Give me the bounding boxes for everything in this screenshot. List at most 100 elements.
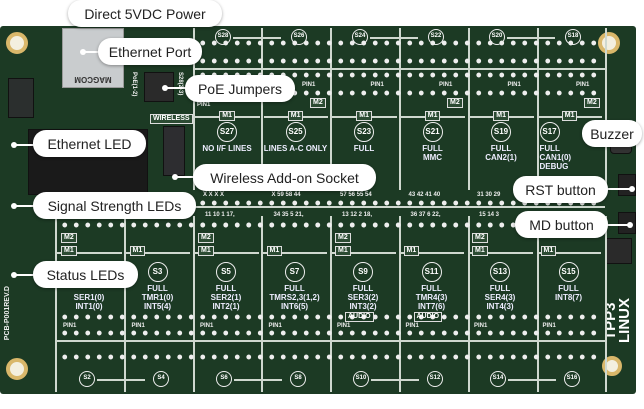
m1-label: M1 (335, 246, 351, 256)
socket-circle: S9 (353, 262, 373, 282)
pin-numbers: X X X X (203, 192, 225, 198)
pin1-label: PIN1 (507, 82, 521, 88)
socket-id-s18: S18 (553, 29, 593, 47)
socket-circle: S27 (217, 122, 237, 142)
mounting-hole (6, 358, 28, 380)
socket-line: INT2(1) (212, 302, 240, 311)
poe-label: PoE(1-2) (131, 72, 137, 97)
socket-id-s16: S16 (552, 371, 592, 389)
pin-row (59, 330, 601, 336)
grid-line (124, 216, 126, 392)
model-line2: LINUX (616, 298, 633, 344)
socket-id-s2: S2 (67, 371, 107, 389)
socket-circle: S12 (427, 371, 443, 387)
callout-dot (627, 222, 633, 228)
rst-button[interactable] (618, 174, 636, 196)
callout-rst-button: RST button (513, 176, 608, 203)
pin-row (59, 222, 601, 228)
pin-row (197, 200, 601, 206)
socket-line: TMRS2,3(1,2) (269, 293, 320, 302)
grid-line (261, 216, 263, 392)
socket-line: INT6(5) (280, 302, 309, 311)
pcb-board: MAGCOM PoE(1-2) S28(2-3) WIRELESS PCB-P0… (0, 26, 636, 394)
pin1-label: PIN1 (439, 82, 453, 88)
socket-s27: S27 NO I/F LINES (193, 122, 261, 153)
socket-line: LINES A-C ONLY (263, 144, 328, 153)
socket-id-s4: S4 (141, 371, 181, 389)
pcb-label: PCB-P001REV.D (4, 286, 11, 341)
socket-circle: S2 (79, 371, 95, 387)
m1-arrow (468, 252, 533, 254)
callout-line (606, 188, 632, 190)
grid-line (193, 28, 195, 190)
socket-id-s24: S24 (340, 29, 380, 47)
chip (8, 78, 34, 118)
m1-label: M1 (266, 246, 283, 256)
mounting-hole (6, 32, 28, 54)
pin-row (197, 40, 601, 46)
grid-line (605, 216, 607, 392)
socket-line: FULL (489, 284, 511, 293)
socket-pair-arrow (233, 37, 281, 39)
grid-line (261, 28, 263, 190)
m2-label: M2 (310, 98, 326, 108)
m2-label: M2 (447, 98, 463, 108)
pin1-label: PIN1 (131, 323, 145, 329)
pin1-label: PIN1 (63, 323, 77, 329)
grid-line (468, 28, 470, 190)
m1-arrow (57, 252, 122, 254)
callout-line (175, 176, 195, 178)
mounting-hole (602, 356, 622, 376)
socket-circle: S28 (215, 29, 231, 45)
m2-label: M2 (335, 233, 351, 243)
pin-numbers: 34 35 5 21, (273, 212, 304, 218)
s28-label: S28(2-3) (177, 72, 183, 96)
socket-circle: S21 (422, 122, 443, 142)
socket-id-s6: S6 (204, 371, 244, 389)
socket-circle: S26 (291, 29, 307, 45)
socket-circle: S24 (352, 29, 368, 45)
grid-line (399, 216, 401, 392)
m1-label: M1 (287, 111, 304, 121)
pin-numbers: 43 42 41 40 (408, 192, 441, 198)
socket-line: TMR1(0) (141, 293, 174, 302)
wireless-socket[interactable] (163, 126, 185, 176)
m1-label: M1 (493, 111, 509, 121)
pin1-label: PIN1 (302, 82, 316, 88)
socket-line: FULL (421, 284, 442, 293)
socket-line: MMC (422, 153, 443, 162)
socket-circle: S10 (353, 371, 369, 387)
callout-line (14, 205, 36, 207)
m1-label: M1 (198, 246, 214, 256)
socket-circle: S14 (490, 371, 506, 387)
m1-arrow (331, 252, 396, 254)
grid-line (330, 216, 332, 392)
m2-label: M2 (61, 233, 77, 243)
mounting-hole (598, 32, 620, 54)
callout-line (165, 87, 187, 89)
pin-numbers: 13 12 2 18, (342, 212, 373, 218)
socket-circle: S25 (285, 122, 306, 142)
m2-label: M2 (472, 233, 488, 243)
socket-line: NO I/F LINES (202, 144, 252, 153)
m1-arrow (125, 252, 190, 254)
pin-numbers: 57 56 55 54 (340, 192, 372, 198)
m1-label: M1 (561, 111, 578, 121)
socket-circle: S22 (428, 29, 444, 45)
socket-line: FULL (352, 284, 374, 293)
callout-line (83, 51, 101, 53)
socket-pair-arrow (97, 379, 145, 381)
wireless-label: WIRELESS (150, 114, 193, 124)
socket-line: SER4(3) (484, 293, 516, 302)
header (606, 238, 632, 264)
grid-line (193, 216, 195, 392)
callout-signal-leds: Signal Strength LEDs (33, 192, 196, 219)
pin1-label: PIN1 (337, 323, 351, 329)
